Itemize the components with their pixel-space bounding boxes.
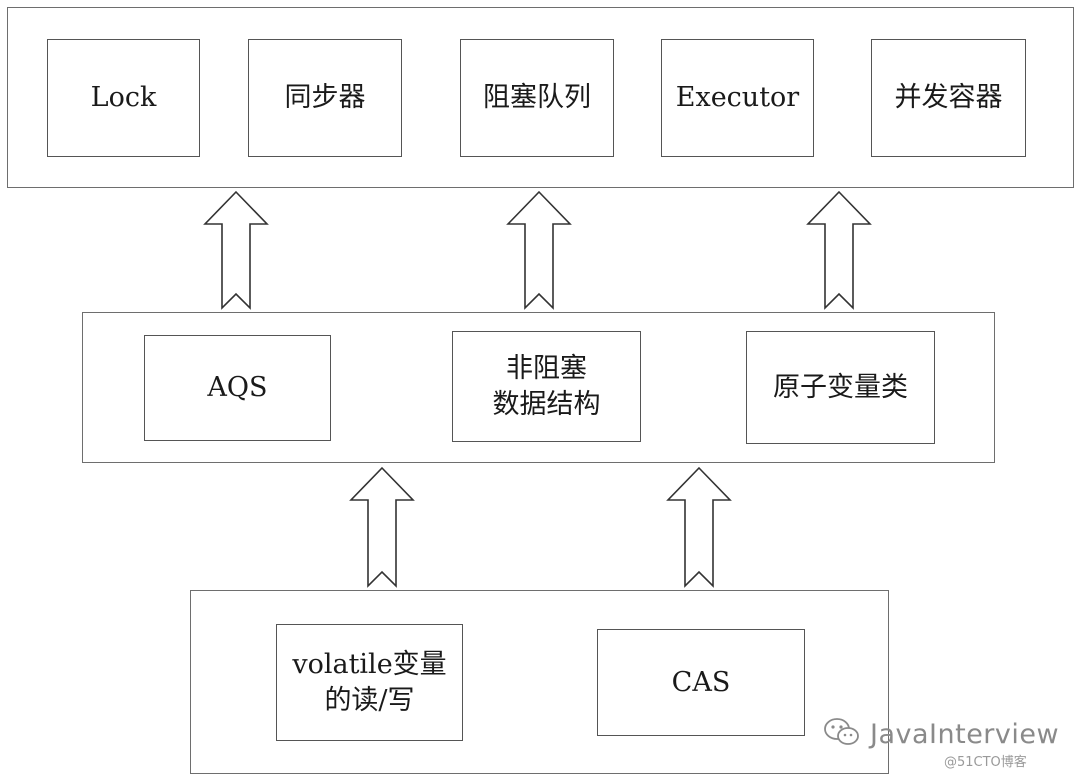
node-synchronizer: 同步器 xyxy=(248,39,402,157)
node-concurrent-containers: 并发容器 xyxy=(871,39,1026,157)
arrow-nonblocking-up xyxy=(506,190,572,310)
node-nonblocking-data-structures: 非阻塞 数据结构 xyxy=(452,331,641,442)
watermark-brand: JavaInterview xyxy=(870,718,1060,750)
arrow-atomic-up xyxy=(806,190,872,310)
arrow-volatile-up xyxy=(349,466,415,588)
watermark: JavaInterview xyxy=(822,716,1059,752)
node-cas: CAS xyxy=(597,629,805,736)
node-atomic-variables: 原子变量类 xyxy=(746,331,935,444)
node-aqs: AQS xyxy=(144,335,331,441)
node-executor: Executor xyxy=(661,39,814,157)
node-lock: Lock xyxy=(47,39,200,157)
node-blocking-queue: 阻塞队列 xyxy=(460,39,614,157)
arrow-cas-up xyxy=(666,466,732,588)
watermark-source: @51CTO博客 xyxy=(944,755,1027,770)
wechat-logo-icon xyxy=(822,716,862,752)
arrow-aqs-up xyxy=(203,190,269,310)
node-volatile-read-write: volatile变量 的读/写 xyxy=(276,624,463,741)
